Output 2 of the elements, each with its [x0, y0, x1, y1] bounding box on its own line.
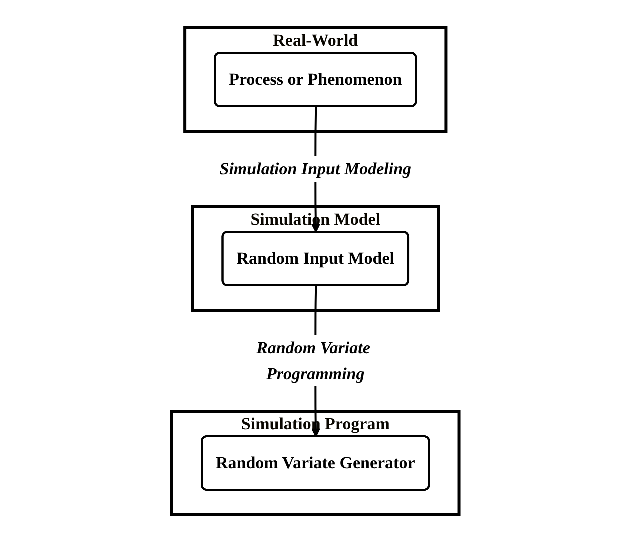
edge-label: Simulation Input Modeling — [220, 160, 412, 178]
edge-label: Random Variate Programming — [256, 338, 371, 383]
